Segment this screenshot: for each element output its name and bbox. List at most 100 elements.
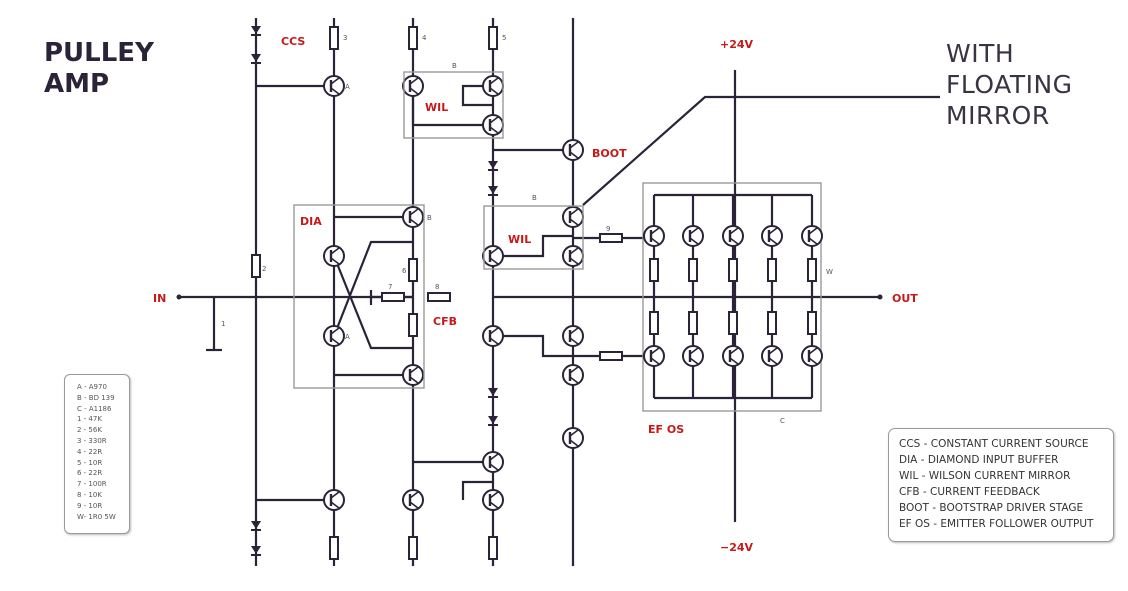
legend-entry: WIL - WILSON CURRENT MIRROR — [899, 470, 1071, 482]
transistor-body — [482, 245, 504, 267]
transistor-emitter — [650, 357, 660, 365]
legend-entry: 4 - 22R — [77, 447, 103, 456]
transistor — [482, 489, 504, 511]
transistor-body — [682, 345, 704, 367]
transistor-collector — [330, 247, 340, 255]
resistor — [599, 351, 623, 361]
diode — [488, 416, 498, 426]
wire — [461, 84, 493, 107]
transistor-body — [722, 225, 744, 247]
transistor-collector — [409, 77, 419, 85]
transistor-emitter — [569, 151, 579, 159]
group-box — [483, 205, 584, 270]
resistor — [381, 292, 405, 302]
transistor — [482, 325, 504, 347]
component-label: 3 — [343, 34, 347, 42]
resistor — [728, 258, 738, 282]
transistor-collector — [489, 491, 499, 499]
wire — [493, 234, 573, 258]
legend-entry: 2 - 56K — [77, 426, 102, 435]
diode — [488, 186, 498, 196]
transistor — [643, 225, 665, 247]
label-ccs: CCS — [281, 35, 306, 48]
transistor-collector — [569, 247, 579, 255]
label-wil-mid: WIL — [508, 233, 532, 246]
transistor — [323, 325, 345, 347]
transistor — [562, 245, 584, 267]
diode-triangle — [488, 161, 498, 169]
resistor — [408, 26, 418, 50]
resistor — [649, 311, 659, 335]
transistor-body — [801, 345, 823, 367]
resistor — [767, 258, 777, 282]
wire — [493, 334, 573, 358]
transistor — [402, 489, 424, 511]
transistor-emitter — [489, 337, 499, 345]
transistor-emitter — [569, 376, 579, 384]
transistor-body — [482, 451, 504, 473]
transistor — [323, 245, 345, 267]
transistor-collector — [330, 327, 340, 335]
legend-entry: W- 1R0 5W — [77, 512, 116, 521]
component-label: B — [427, 214, 432, 222]
diode — [251, 26, 261, 36]
transistor-body — [482, 489, 504, 511]
component-label: 2 — [262, 265, 266, 273]
transistor-body — [562, 325, 584, 347]
transistor — [722, 345, 744, 367]
transistor — [562, 139, 584, 161]
title-line-0: WITH — [946, 39, 1015, 68]
transistor-emitter — [569, 337, 579, 345]
transistor-emitter — [409, 218, 419, 226]
resistor — [488, 536, 498, 560]
transistor-body — [323, 489, 345, 511]
transistor — [643, 345, 665, 367]
transistor-collector — [330, 491, 340, 499]
transistor — [761, 225, 783, 247]
transistor-emitter — [768, 357, 778, 365]
resistor — [488, 26, 498, 50]
component-label: 4 — [422, 34, 427, 42]
transistor-collector — [768, 347, 778, 355]
transistor — [761, 345, 783, 367]
transistor-emitter — [489, 463, 499, 471]
transistor-emitter — [689, 237, 699, 245]
label-in: IN — [153, 292, 167, 305]
resistor — [767, 311, 777, 335]
component-label: 1 — [221, 320, 225, 328]
transistor-body — [402, 206, 424, 228]
legend-entry: CFB - CURRENT FEEDBACK — [899, 486, 1040, 498]
transistor-collector — [489, 453, 499, 461]
transistor-body — [562, 206, 584, 228]
transistor-body — [482, 114, 504, 136]
terminal-dot — [176, 294, 182, 300]
transistor-collector — [808, 227, 818, 235]
transistor — [482, 114, 504, 136]
legend-entry: 3 - 330R — [77, 436, 107, 445]
transistor-emitter — [409, 376, 419, 384]
resistor — [408, 313, 418, 337]
legend-entry: DIA - DIAMOND INPUT BUFFER — [899, 454, 1059, 466]
transistor — [562, 325, 584, 347]
wires — [179, 18, 940, 566]
resistor — [649, 258, 659, 282]
resistor — [688, 311, 698, 335]
legend-entry: B - BD 139 — [77, 393, 115, 402]
transistor — [323, 489, 345, 511]
components — [176, 26, 883, 560]
resistor — [688, 258, 698, 282]
legend-entry: C - A1186 — [77, 404, 112, 413]
transistor-body — [323, 325, 345, 347]
transistor-collector — [768, 227, 778, 235]
label-wil-top: WIL — [425, 101, 449, 114]
legend-entry: BOOT - BOOTSTRAP DRIVER STAGE — [899, 502, 1084, 514]
component-label: C — [780, 417, 785, 425]
diode-triangle — [251, 521, 261, 529]
transistor-body — [682, 225, 704, 247]
transistor-body — [402, 75, 424, 97]
